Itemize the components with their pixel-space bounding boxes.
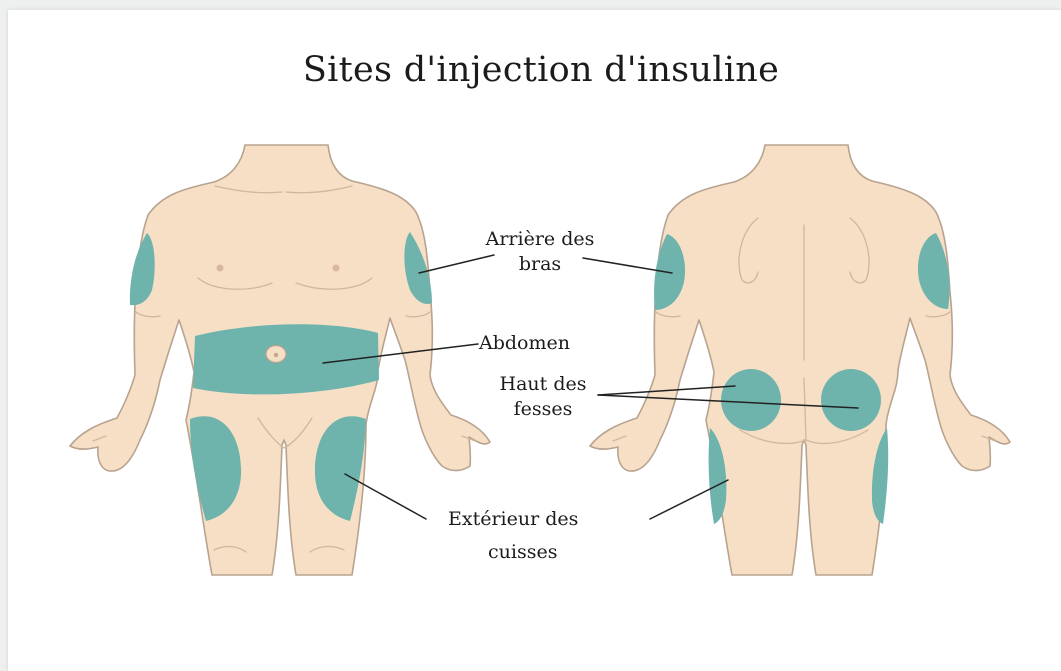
label-back-of-arms: Arrière des bras (468, 227, 612, 277)
back-body (590, 145, 1010, 575)
label-abdomen: Abdomen (479, 331, 570, 356)
label-upper-buttocks-line1: Haut des (470, 372, 616, 397)
back-body-silhouette (590, 145, 1010, 575)
label-upper-buttocks: Haut des fesses (470, 372, 616, 422)
front-body (70, 145, 490, 575)
label-back-of-arms-line1: Arrière des (468, 227, 612, 252)
navel-center (274, 353, 278, 357)
label-back-of-arms-line2: bras (468, 252, 612, 277)
front-right-nipple (333, 265, 340, 272)
label-outer-thighs-line1: Extérieur des (448, 507, 578, 532)
front-left-nipple (217, 265, 224, 272)
label-outer-thighs-line2: cuisses (488, 540, 557, 565)
back-left-buttock-site (721, 369, 781, 431)
back-right-buttock-site (821, 369, 881, 431)
label-upper-buttocks-line2: fesses (470, 397, 616, 422)
